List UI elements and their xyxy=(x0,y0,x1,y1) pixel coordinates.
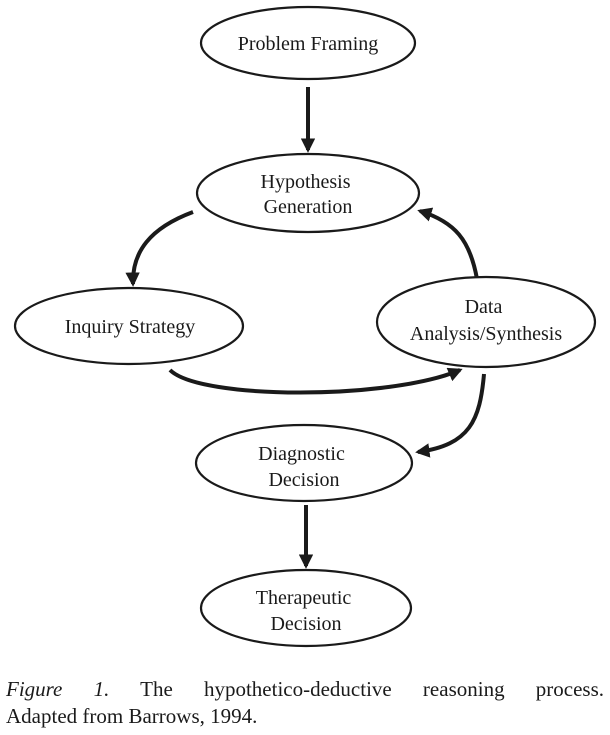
node-hypothesis-generation: Hypothesis Generation xyxy=(195,152,421,234)
caption-label: Figure 1. xyxy=(6,677,110,701)
arrow-inquiry-to-data xyxy=(168,367,463,395)
node-inquiry-strategy: Inquiry Strategy xyxy=(13,286,245,366)
node-label-line: Decision xyxy=(268,469,339,491)
caption-text: The hypothetico-deductive reasoning proc… xyxy=(109,677,604,701)
svg-text:Data Analysis/Synthesis: Data Analysis/Synthesis xyxy=(410,296,562,345)
caption-source: Adapted from Barrows, 1994. xyxy=(6,704,258,728)
node-label-line: Data xyxy=(465,296,503,318)
arrow-hypothesis-to-inquiry xyxy=(125,210,194,287)
node-label-line: Diagnostic xyxy=(258,443,345,465)
node-label-line: Analysis/Synthesis xyxy=(410,323,562,345)
node-diagnostic-decision: Diagnostic Decision xyxy=(194,423,414,503)
arrow-data-to-hypothesis xyxy=(417,207,479,280)
node-label-line: Therapeutic xyxy=(256,587,352,609)
node-label-line: Decision xyxy=(270,613,341,635)
node-label-line: Inquiry Strategy xyxy=(65,316,196,338)
caption-line-1: Figure 1. The hypothetico-deductive reas… xyxy=(6,676,604,703)
reasoning-process-diagram: Problem Framing Hypothesis Generation In… xyxy=(13,5,597,648)
svg-text:Hypothesis Generation: Hypothesis Generation xyxy=(261,171,356,218)
svg-text:Diagnostic Decision: Diagnostic Decision xyxy=(258,443,350,491)
node-label-line: Generation xyxy=(264,196,353,218)
node-label-line: Hypothesis xyxy=(261,171,351,193)
node-problem-framing: Problem Framing xyxy=(199,5,417,81)
svg-text:Inquiry Strategy: Inquiry Strategy xyxy=(65,316,196,338)
svg-text:Problem Framing: Problem Framing xyxy=(238,33,379,55)
node-data-analysis-synthesis: Data Analysis/Synthesis xyxy=(375,275,597,369)
arrow-data-to-diagnostic xyxy=(415,373,486,458)
node-label-line: Problem Framing xyxy=(238,33,379,55)
node-therapeutic-decision: Therapeutic Decision xyxy=(199,568,413,648)
figure-caption: Figure 1. The hypothetico-deductive reas… xyxy=(6,676,604,730)
svg-text:Therapeutic Decision: Therapeutic Decision xyxy=(256,587,357,635)
